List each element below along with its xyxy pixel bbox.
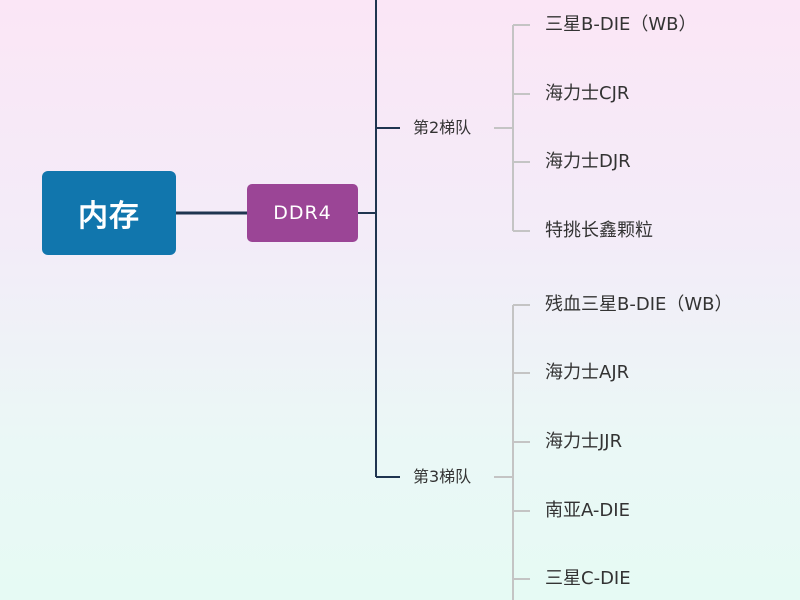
root-node[interactable]: 内存 bbox=[42, 171, 176, 255]
leaf-label: 残血三星B-DIE（WB） bbox=[545, 294, 733, 315]
leaf-node[interactable]: 三星B-DIE（WB） bbox=[545, 12, 697, 38]
leaf-node[interactable]: 特挑长鑫颗粒 bbox=[545, 218, 653, 244]
tier-3-node[interactable]: 第3梯队 bbox=[413, 465, 471, 489]
ddr4-node-label: DDR4 bbox=[273, 202, 332, 224]
tier-3-label: 第3梯队 bbox=[413, 467, 472, 486]
leaf-label: 三星C-DIE bbox=[545, 568, 631, 589]
leaf-label: 海力士CJR bbox=[545, 83, 630, 104]
root-node-label: 内存 bbox=[78, 199, 140, 234]
tier-2-label: 第2梯队 bbox=[413, 118, 472, 137]
leaf-node[interactable]: 海力士AJR bbox=[545, 360, 629, 386]
leaf-node[interactable]: 海力士DJR bbox=[545, 149, 631, 175]
leaf-label: 南亚A-DIE bbox=[545, 500, 630, 521]
ddr4-node[interactable]: DDR4 bbox=[247, 184, 358, 242]
leaf-node[interactable]: 残血三星B-DIE（WB） bbox=[545, 292, 733, 318]
tier-2-node[interactable]: 第2梯队 bbox=[413, 116, 471, 140]
leaf-node[interactable]: 南亚A-DIE bbox=[545, 498, 630, 524]
leaf-node[interactable]: 海力士JJR bbox=[545, 429, 622, 455]
leaf-label: 海力士DJR bbox=[545, 151, 631, 172]
leaf-label: 三星B-DIE（WB） bbox=[545, 14, 697, 35]
leaf-label: 海力士AJR bbox=[545, 362, 630, 383]
leaf-node[interactable]: 海力士CJR bbox=[545, 81, 629, 107]
leaf-node[interactable]: 三星C-DIE bbox=[545, 566, 631, 592]
leaf-label: 特挑长鑫颗粒 bbox=[545, 220, 653, 241]
leaf-label: 海力士JJR bbox=[545, 431, 623, 452]
